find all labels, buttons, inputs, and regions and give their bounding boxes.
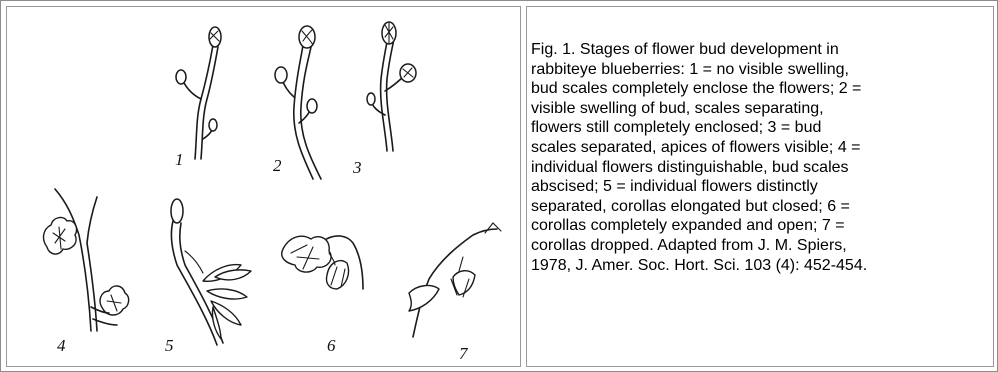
stage-2-drawing — [275, 26, 321, 179]
stage-label-4: 4 — [57, 336, 66, 355]
bud-stages-illustration: 1 2 — [7, 7, 520, 366]
stage-label-5: 5 — [165, 336, 174, 355]
stage-4-drawing — [44, 189, 129, 331]
stage-label-2: 2 — [273, 156, 282, 175]
figure-caption: Fig. 1. Stages of flower bud development… — [531, 40, 993, 275]
stage-label-3: 3 — [352, 158, 362, 177]
stage-6-drawing — [282, 236, 363, 289]
stage-label-6: 6 — [327, 336, 336, 355]
stage-7-drawing — [409, 223, 501, 337]
stage-3-drawing — [367, 22, 416, 151]
stage-label-1: 1 — [175, 150, 184, 169]
stage-5-drawing — [171, 199, 251, 345]
stage-1-drawing — [176, 27, 221, 159]
figure-illustration-cell: 1 2 — [6, 6, 521, 367]
figure-caption-cell: Fig. 1. Stages of flower bud development… — [526, 6, 994, 367]
stage-label-7: 7 — [459, 344, 469, 363]
